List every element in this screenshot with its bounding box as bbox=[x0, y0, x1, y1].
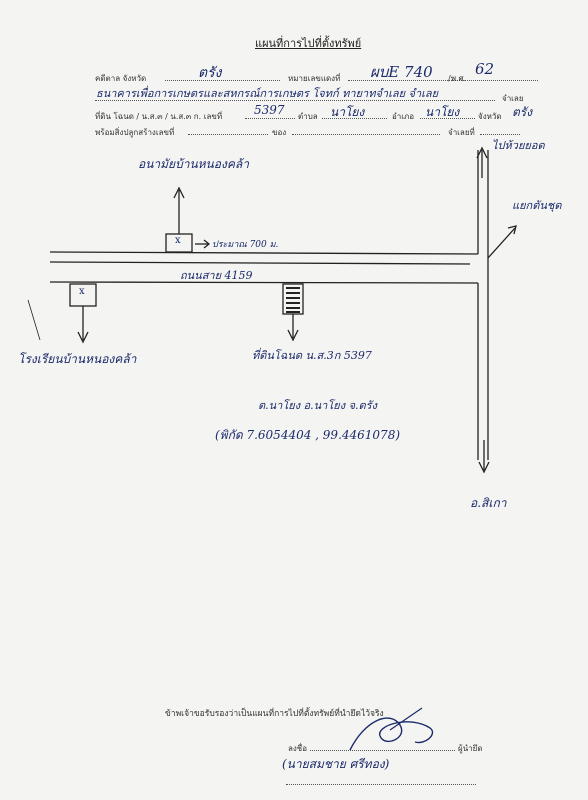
location-label: ต.นาโยง อ.นาโยง จ.ตรัง bbox=[258, 399, 377, 412]
case-year-sep: /พ.ศ. bbox=[448, 74, 467, 83]
east-arrowhead bbox=[507, 225, 517, 235]
role-label: ผู้นำยึด bbox=[458, 744, 483, 753]
property-arrowhead bbox=[287, 329, 299, 342]
parties-label: จำเลย bbox=[502, 94, 524, 103]
north-label: ไปห้วยยอด bbox=[492, 139, 545, 152]
school-x: x bbox=[79, 286, 85, 297]
coords-label: (พิกัด 7.6054404 , 99.4461078) bbox=[215, 428, 401, 442]
sign-label: ลงชื่อ bbox=[288, 744, 308, 753]
land-line bbox=[245, 118, 295, 119]
land-value: 5397 bbox=[254, 103, 285, 117]
court-line bbox=[165, 80, 280, 81]
south-arrowhead bbox=[478, 461, 490, 474]
subdistrict-line bbox=[322, 118, 387, 119]
certification-text: ข้าพเจ้าขอรับรองว่าเป็นแผนที่การไปที่ตั้… bbox=[165, 709, 384, 719]
east-arrow bbox=[487, 227, 516, 259]
health-station-x: x bbox=[175, 235, 181, 246]
case-value: ผบE 740 bbox=[370, 63, 433, 81]
building-line bbox=[188, 134, 268, 135]
property-hatch bbox=[286, 287, 300, 313]
road-edge-bottom bbox=[49, 281, 479, 284]
document-title: แผนที่การไปที่ตั้งทรัพย์ bbox=[255, 37, 362, 50]
case-line bbox=[348, 80, 538, 81]
road-label: ถนนสาย 4159 bbox=[180, 269, 253, 282]
building-label: พร้อมสิ่งปลูกสร้างเลขที่ bbox=[95, 128, 175, 137]
north-arrowhead bbox=[476, 146, 488, 159]
defendant-no-line bbox=[480, 134, 520, 135]
signer-name: (นายสมชาย ศรีทอง) bbox=[282, 757, 390, 771]
signature-mark bbox=[349, 707, 434, 751]
health-station-arrowhead bbox=[173, 186, 185, 199]
district-label: อำเภอ bbox=[392, 112, 415, 121]
subdistrict-label: ตำบล bbox=[298, 112, 318, 121]
distance-label: ประมาณ 700 ม. bbox=[212, 240, 279, 250]
subdistrict-value: นาโยง bbox=[330, 105, 365, 119]
of-label: ของ bbox=[272, 128, 287, 137]
district-line bbox=[420, 118, 475, 119]
road-edge-top bbox=[49, 251, 479, 255]
of-line bbox=[292, 134, 440, 135]
land-label: ที่ดิน โฉนด / น.ส.๓ / น.ส.๓ ก. เลขที่ bbox=[95, 112, 223, 121]
east-label: แยกตันชุด bbox=[512, 199, 562, 212]
health-station-label: อนามัยบ้านหนองคล้า bbox=[138, 157, 249, 171]
district-value: นาโยง bbox=[425, 105, 460, 119]
case-year-value: 62 bbox=[475, 60, 495, 78]
defendant-no-label: จำเลยที่ bbox=[448, 128, 475, 137]
court-label: คดีตาล จังหวัด bbox=[95, 74, 147, 83]
road-edge-mid bbox=[49, 261, 471, 265]
stray-mark bbox=[27, 299, 41, 341]
court-value: ตรัง bbox=[198, 65, 222, 81]
south-label: อ.สิเกา bbox=[470, 496, 507, 510]
case-label: หมายเลขแดงที่ bbox=[288, 74, 341, 83]
school-label: โรงเรียนบ้านหนองคล้า bbox=[18, 352, 137, 366]
sign-line bbox=[310, 750, 455, 751]
distance-arrowhead bbox=[203, 239, 211, 249]
province-label: จังหวัด bbox=[478, 112, 502, 121]
parties-value: ธนาคารเพื่อการเกษตรและสหกรณ์การเกษตร โจท… bbox=[96, 87, 439, 100]
property-label: ที่ดินโฉนด น.ส.3ก 5397 bbox=[252, 349, 372, 362]
school-arrowhead bbox=[77, 331, 89, 344]
name-line bbox=[286, 784, 476, 785]
parties-line bbox=[95, 100, 495, 101]
province-value: ตรัง bbox=[512, 105, 533, 119]
